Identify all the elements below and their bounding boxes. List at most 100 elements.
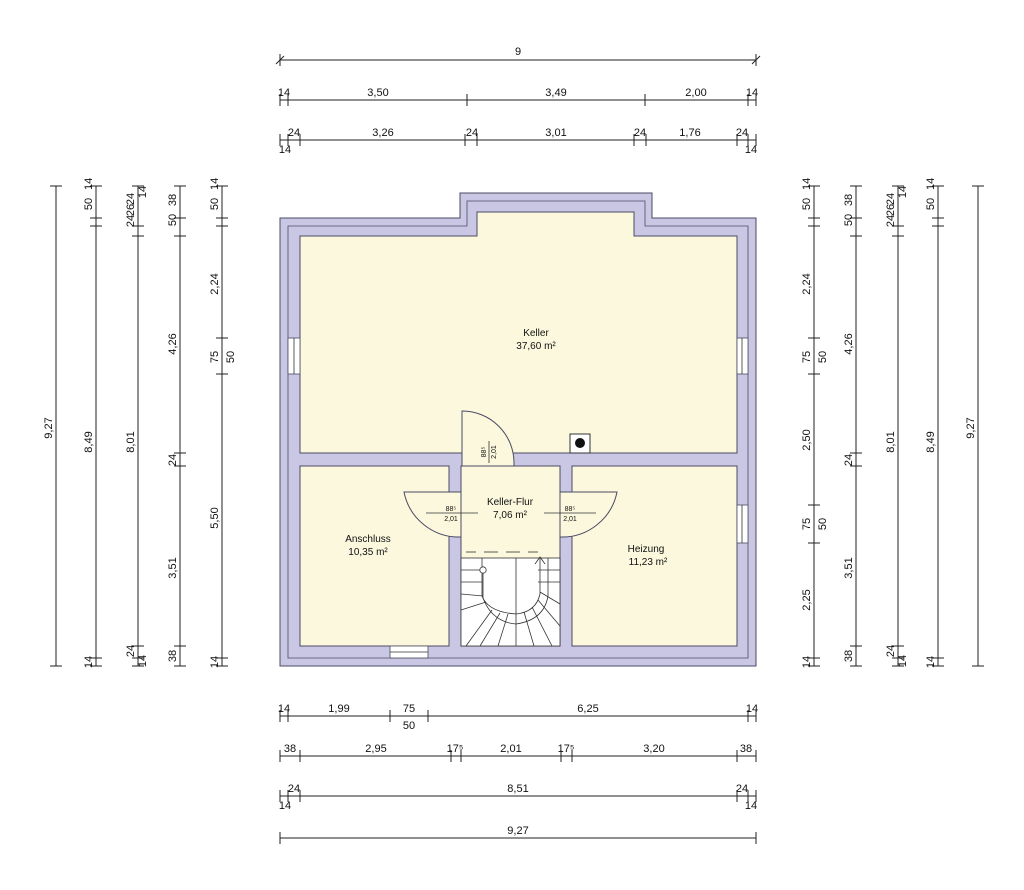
svg-text:24: 24 [885, 645, 897, 657]
door-west [403, 491, 462, 538]
room-area-keller: 37,60 m² [516, 341, 556, 352]
svg-text:14: 14 [279, 144, 291, 156]
svg-text:14: 14 [278, 703, 290, 715]
svg-text:14: 14 [925, 178, 937, 190]
svg-text:24: 24 [885, 215, 897, 227]
svg-text:14: 14 [209, 178, 221, 190]
svg-text:24: 24 [736, 783, 748, 795]
svg-text:38: 38 [843, 194, 855, 206]
building: Keller 37,60 m² Keller-Flur 7,06 m² Ansc… [279, 192, 757, 667]
svg-text:8,49: 8,49 [925, 431, 937, 452]
svg-text:14: 14 [801, 178, 813, 190]
svg-text:2,24: 2,24 [801, 273, 813, 294]
svg-text:2,01: 2,01 [500, 743, 521, 755]
svg-text:2,25: 2,25 [801, 589, 813, 610]
svg-text:1,99: 1,99 [328, 703, 349, 715]
svg-text:38: 38 [167, 194, 179, 206]
dims-left: 9,27 50 14 8,49 14 24 26 24 14 8,01 24 1… [43, 178, 237, 668]
svg-text:24: 24 [125, 645, 137, 657]
svg-text:24: 24 [634, 127, 646, 139]
svg-text:50: 50 [83, 198, 95, 210]
svg-text:8,01: 8,01 [885, 431, 897, 452]
svg-text:2,24: 2,24 [209, 273, 221, 294]
room-label-flur: Keller-Flur [487, 497, 534, 508]
svg-text:14: 14 [209, 656, 221, 668]
room-area-flur: 7,06 m² [493, 510, 528, 521]
staircase [460, 551, 561, 647]
dim-top-total: 9 [515, 46, 521, 58]
svg-text:50: 50 [167, 214, 179, 226]
svg-text:50: 50 [225, 351, 237, 363]
svg-text:3,51: 3,51 [167, 557, 179, 578]
svg-text:2,50: 2,50 [801, 429, 813, 450]
svg-text:14: 14 [801, 656, 813, 668]
svg-text:24: 24 [125, 193, 137, 205]
room-label-anschluss: Anschluss [345, 534, 391, 545]
svg-text:14: 14 [278, 87, 290, 99]
svg-text:3,50: 3,50 [367, 87, 388, 99]
window-east-lower [736, 504, 749, 544]
svg-text:6,25: 6,25 [577, 703, 598, 715]
svg-text:14: 14 [83, 178, 95, 190]
svg-text:14: 14 [137, 655, 149, 667]
svg-text:14: 14 [745, 144, 757, 156]
chimney [569, 433, 591, 454]
svg-text:38: 38 [843, 650, 855, 662]
svg-text:8,01: 8,01 [125, 431, 137, 452]
dims-top: 9 14 3,50 3,49 2,00 14 24 3,26 24 3,01 2… [275, 46, 761, 156]
svg-text:3,01: 3,01 [545, 127, 566, 139]
svg-text:50: 50 [403, 720, 415, 732]
svg-text:2,01: 2,01 [491, 445, 498, 459]
svg-text:1,76: 1,76 [679, 127, 700, 139]
dim-bottom-total: 9,27 [507, 825, 528, 837]
room-area-heizung: 11,23 m² [629, 557, 668, 568]
svg-text:14: 14 [897, 655, 909, 667]
svg-text:24: 24 [288, 127, 300, 139]
door-east [559, 491, 618, 538]
svg-text:2,01: 2,01 [444, 516, 458, 523]
svg-text:75: 75 [801, 351, 813, 363]
room-label-keller: Keller [523, 328, 549, 339]
svg-text:38: 38 [740, 743, 752, 755]
svg-text:26: 26 [885, 204, 897, 216]
svg-text:14: 14 [897, 186, 909, 198]
dims-bottom: 14 1,99 75 6,25 14 50 38 2,95 17⁵ 2,01 1… [278, 703, 758, 844]
svg-text:24: 24 [125, 215, 137, 227]
svg-text:50: 50 [817, 351, 829, 363]
svg-text:24: 24 [843, 454, 855, 466]
svg-text:88⁵: 88⁵ [565, 506, 576, 513]
svg-text:9,27: 9,27 [43, 417, 55, 438]
door-north-label: 88⁵ 2,01 [481, 441, 498, 463]
svg-text:50: 50 [843, 214, 855, 226]
svg-text:75: 75 [209, 351, 221, 363]
svg-text:14: 14 [83, 656, 95, 668]
svg-text:88⁵: 88⁵ [481, 447, 488, 458]
dims-right: 50 14 2,24 75 50 2,50 75 50 2,25 14 50 3… [801, 178, 984, 668]
svg-text:38: 38 [284, 743, 296, 755]
svg-text:38: 38 [167, 650, 179, 662]
svg-text:50: 50 [817, 518, 829, 530]
svg-text:2,95: 2,95 [365, 743, 386, 755]
svg-text:24: 24 [167, 454, 179, 466]
door-west-label: 88⁵ 2,01 [426, 506, 478, 523]
svg-text:4,26: 4,26 [843, 333, 855, 354]
svg-text:3,26: 3,26 [372, 127, 393, 139]
window-south [389, 645, 429, 659]
svg-text:24: 24 [466, 127, 478, 139]
svg-text:24: 24 [885, 193, 897, 205]
window-west [287, 337, 301, 375]
svg-text:4,26: 4,26 [167, 333, 179, 354]
svg-text:14: 14 [746, 87, 758, 99]
svg-text:17⁵: 17⁵ [558, 743, 575, 755]
svg-text:14: 14 [925, 656, 937, 668]
room-keller [299, 211, 738, 454]
svg-text:14: 14 [745, 800, 757, 812]
svg-text:75: 75 [801, 518, 813, 530]
door-east-label: 88⁵ 2,01 [544, 506, 596, 523]
svg-text:3,51: 3,51 [843, 557, 855, 578]
svg-text:75: 75 [403, 703, 415, 715]
svg-text:50: 50 [209, 198, 221, 210]
svg-text:24: 24 [736, 127, 748, 139]
svg-text:3,49: 3,49 [545, 87, 566, 99]
